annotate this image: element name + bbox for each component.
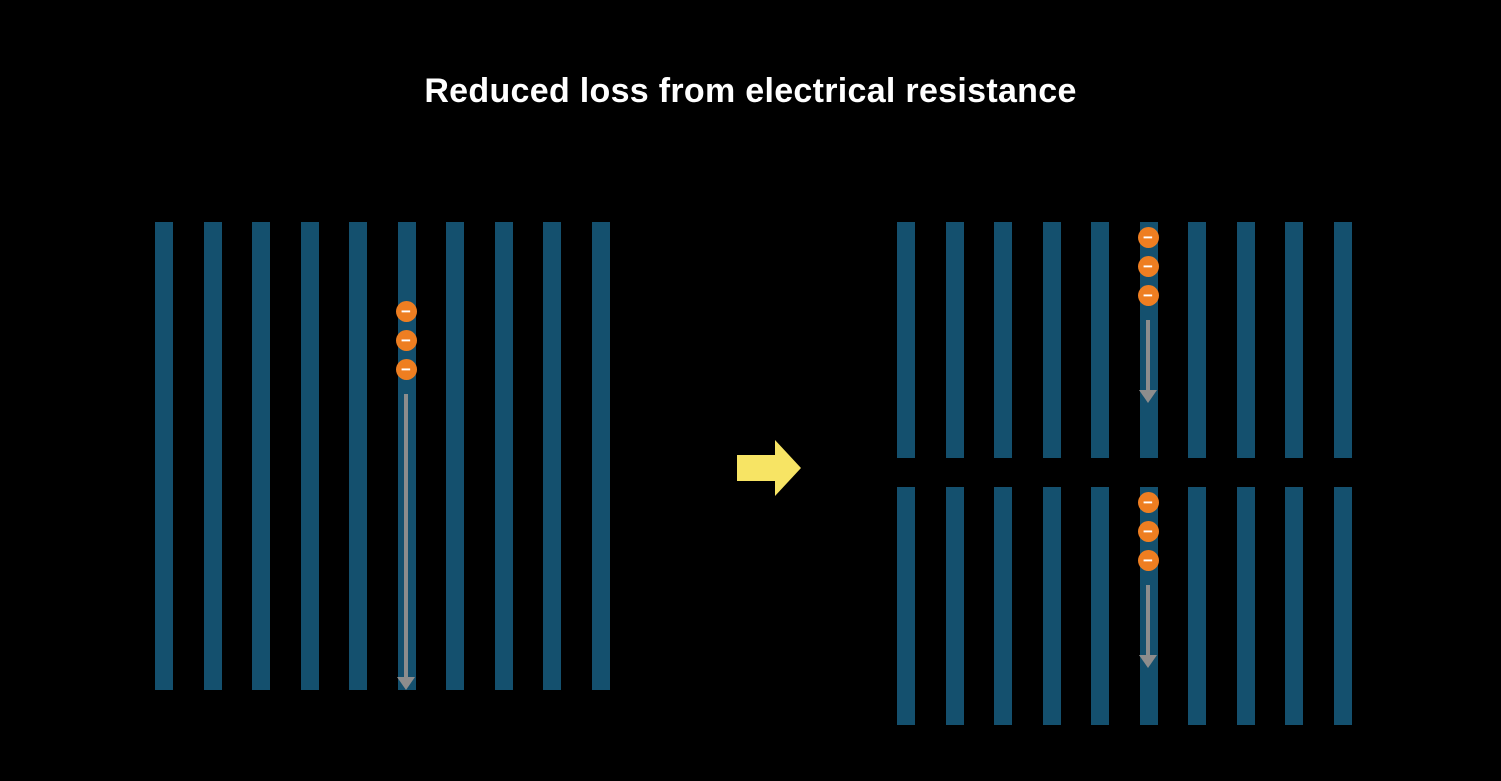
cell-bar [1285,487,1304,725]
right-top-electron-flow: − − − [1137,227,1159,403]
down-arrow-head-icon [1139,390,1157,403]
cell-bar [994,222,1013,458]
cell-bar [994,487,1013,725]
electron-minus-icon: − [1137,227,1159,248]
cell-bar [1091,222,1110,458]
cell-bar [1236,222,1255,458]
cell-bar [1188,222,1207,458]
cell-bar [1236,487,1255,725]
cell-bar [252,222,271,690]
left-bar-group [155,222,610,690]
cell-bar [1285,222,1304,458]
cell-bar [1333,487,1352,725]
down-arrow-head-icon [397,677,415,690]
down-arrow-line [1146,320,1150,390]
cell-bar [945,487,964,725]
cell-bar [1042,487,1061,725]
right-arrow-shaft [737,455,775,481]
right-panel: − − − − − − [897,222,1352,725]
cell-bar [349,222,368,690]
down-arrow-head-icon [1139,655,1157,668]
electron-minus-icon: − [395,330,417,351]
left-panel: − − − [155,222,610,690]
electron-minus-icon: − [395,359,417,380]
cell-bar [1188,487,1207,725]
cell-bar [945,222,964,458]
cell-bar [203,222,222,690]
electron-minus-icon: − [1137,521,1159,542]
electron-minus-icon: − [1137,550,1159,571]
right-arrow-icon [737,440,801,496]
electron-minus-icon: − [1137,492,1159,513]
cell-bar [1042,222,1061,458]
cell-bar [1091,487,1110,725]
right-bottom-segment: − − − [897,487,1352,725]
right-top-segment: − − − [897,222,1352,458]
cell-bar [897,222,915,458]
right-bottom-electron-flow: − − − [1137,492,1159,668]
cell-bar [494,222,513,690]
cell-bar [1333,222,1352,458]
electron-minus-icon: − [1137,285,1159,306]
electron-minus-icon: − [395,301,417,322]
cell-bar [300,222,319,690]
cell-bar [897,487,915,725]
electron-minus-icon: − [1137,256,1159,277]
cell-bar [591,222,610,690]
left-electron-flow: − − − [395,301,417,690]
diagram-title: Reduced loss from electrical resistance [424,72,1077,110]
down-arrow-line [404,394,408,677]
down-arrow-line [1146,585,1150,655]
cell-bar [155,222,173,690]
right-bottom-bar-group [897,487,1352,725]
right-arrow-head [775,440,801,496]
cell-bar [446,222,465,690]
cell-bar [543,222,562,690]
right-top-bar-group [897,222,1352,458]
